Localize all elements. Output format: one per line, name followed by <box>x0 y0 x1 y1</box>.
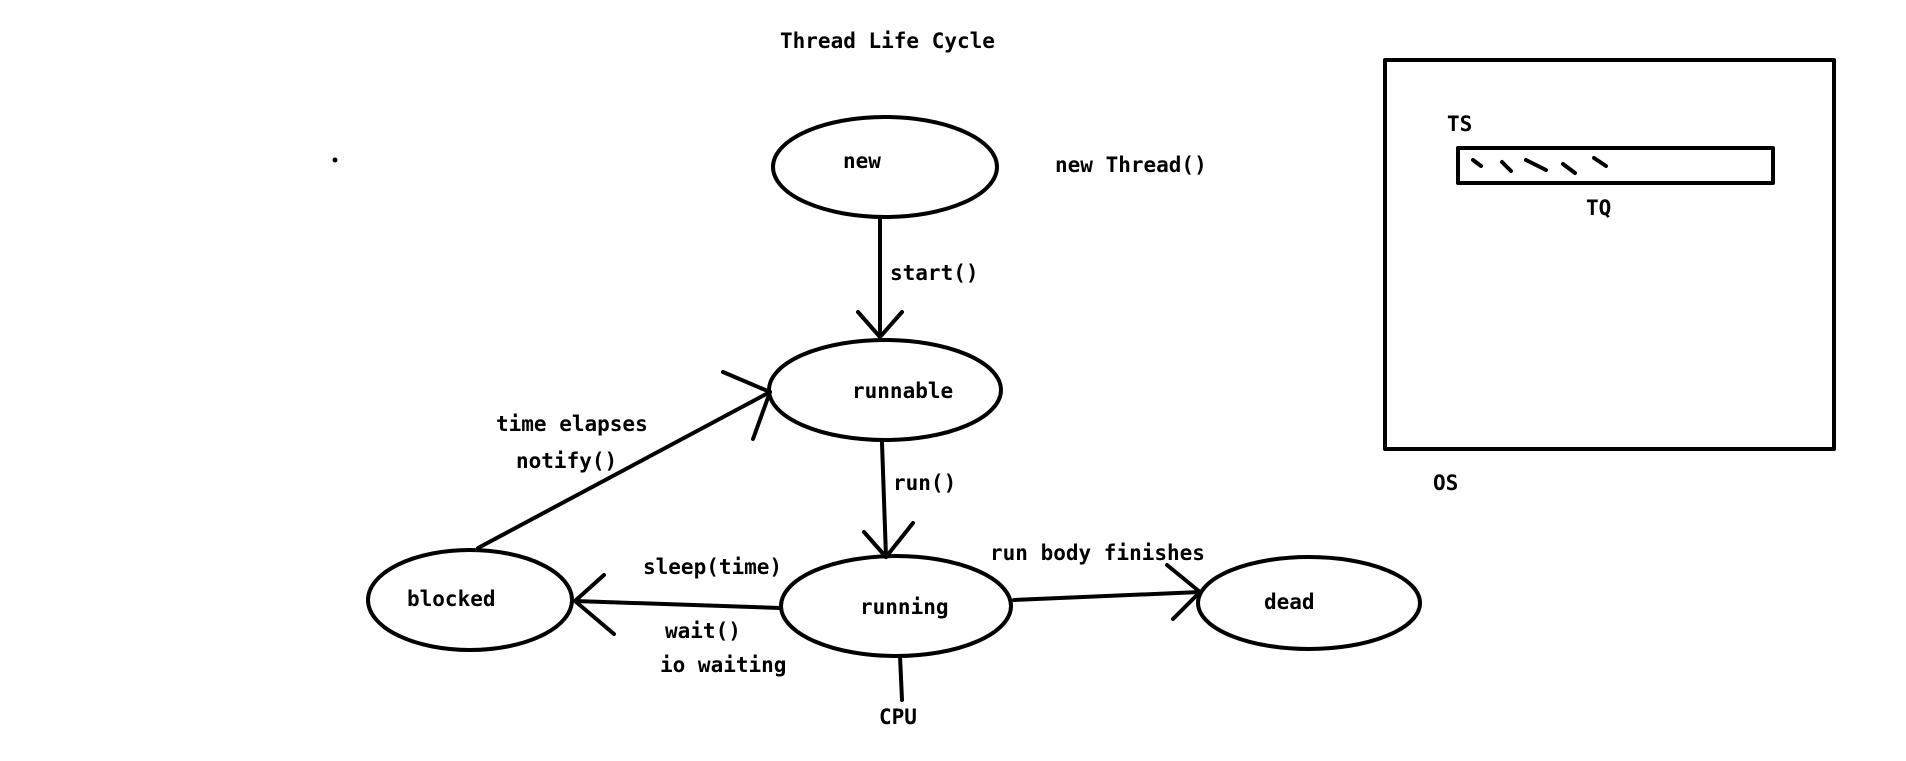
transition-sleep-label: sleep(time) <box>643 555 782 579</box>
state-dead: dead <box>1196 555 1422 651</box>
transition-wait-label: wait() <box>665 619 741 643</box>
state-running-ellipse <box>779 554 1013 658</box>
arrow-new-to-runnable <box>856 215 904 339</box>
tq-label: TQ <box>1586 196 1611 220</box>
transition-start-label: start() <box>890 261 979 285</box>
state-runnable-label: runnable <box>852 379 953 403</box>
transition-notify-label: notify() <box>516 449 617 473</box>
state-blocked: blocked <box>366 548 574 652</box>
cpu-label: CPU <box>879 705 917 729</box>
time-slice-marks <box>1471 156 1608 175</box>
diagram-title: Thread Life Cycle <box>780 29 995 53</box>
state-dead-label: dead <box>1264 590 1315 614</box>
arrow-running-to-dead <box>1012 563 1202 621</box>
arrow-running-to-blocked <box>573 573 782 636</box>
arrow-blocked-to-runnable <box>476 370 772 550</box>
ts-label: TS <box>1447 112 1472 136</box>
state-runnable: runnable <box>767 338 1003 442</box>
state-new-ellipse <box>771 115 999 219</box>
state-running-label: running <box>860 595 949 619</box>
transition-io-waiting-label: io waiting <box>660 653 786 677</box>
os-box: TS TQ <box>1383 58 1836 451</box>
stray-dot <box>332 157 338 163</box>
arrow-runnable-to-running <box>862 441 915 559</box>
state-blocked-ellipse <box>366 548 574 652</box>
state-blocked-label: blocked <box>407 587 496 611</box>
cpu-connector <box>898 654 904 702</box>
new-thread-annotation: new Thread() <box>1055 153 1207 177</box>
os-label: OS <box>1433 471 1458 495</box>
state-new: new <box>771 115 999 219</box>
state-new-label: new <box>843 149 881 173</box>
state-running: running <box>779 554 1013 658</box>
transition-time-elapses-label: time elapses <box>496 412 648 436</box>
os-box-frame <box>1383 58 1836 451</box>
transition-run-label: run() <box>893 471 956 495</box>
time-queue-bar <box>1456 146 1775 185</box>
transition-run-body-finishes-label: run body finishes <box>990 541 1205 565</box>
state-dead-ellipse <box>1196 555 1422 651</box>
